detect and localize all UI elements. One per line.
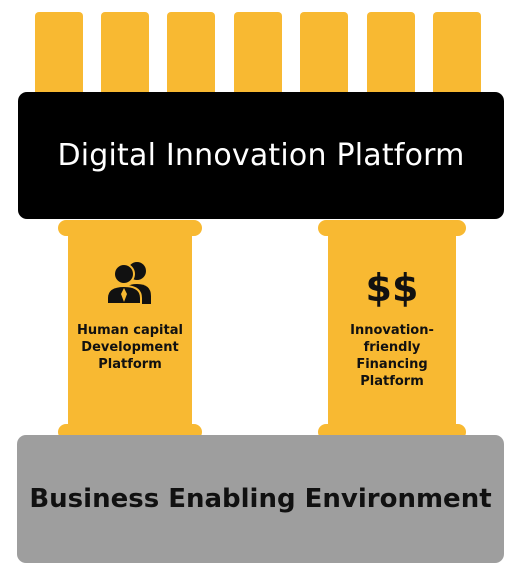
top-prong-1 xyxy=(35,12,83,102)
pillar-label-line: Financing xyxy=(356,357,428,372)
pillar-label-line: Development xyxy=(81,340,179,355)
pillar-label-line: Platform xyxy=(360,374,424,389)
pillar-label-line: Innovation- xyxy=(350,323,434,338)
pillar-label-line: Platform xyxy=(98,357,162,372)
pillar-shaft xyxy=(328,230,456,430)
pillar-financing: $$ Innovation- friendly Financing Platfo… xyxy=(318,220,466,440)
pillar-capital xyxy=(58,220,202,236)
pillar-capital xyxy=(318,220,466,236)
people-icon xyxy=(106,262,151,305)
base-bar-title: Business Enabling Environment xyxy=(29,484,492,514)
top-bar-title: Digital Innovation Platform xyxy=(57,138,465,173)
top-prong-7 xyxy=(433,12,481,102)
top-prong-5 xyxy=(300,12,348,102)
pillar-human-capital: Human capital Development Platform xyxy=(58,220,202,440)
pillar-shaft xyxy=(68,230,192,430)
pillar-label: Human capital Development Platform xyxy=(68,322,192,373)
pillar-label-line: Human capital xyxy=(77,323,183,338)
business-enabling-environment-bar: Business Enabling Environment xyxy=(17,435,504,563)
pillar-label-line: friendly xyxy=(363,340,421,355)
top-prong-4 xyxy=(234,12,282,102)
dollar-icon: $$ xyxy=(365,266,419,310)
pillar-label: Innovation- friendly Financing Platform xyxy=(328,322,456,390)
top-prong-6 xyxy=(367,12,415,102)
top-prong-2 xyxy=(101,12,149,102)
digital-innovation-platform-bar: Digital Innovation Platform xyxy=(18,92,504,219)
top-prong-3 xyxy=(167,12,215,102)
